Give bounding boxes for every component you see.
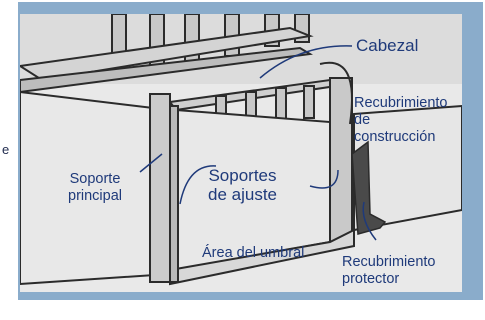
king-stud-right — [329, 77, 353, 244]
stray-text: e — [2, 142, 10, 157]
main-support-stud — [149, 93, 171, 283]
label-soporte-principal: Soporte principal — [68, 171, 122, 204]
top-plate-beam — [20, 26, 314, 82]
top-plate-beam-lower — [20, 46, 313, 94]
label-cabezal: Cabezal — [356, 36, 419, 55]
label-soportes-ajuste: Soportes de ajuste — [208, 166, 277, 204]
label-recubrimiento-construccion: Recubrimiento de construcción — [354, 95, 448, 145]
leader-lines — [139, 45, 377, 241]
label-recubrimiento-protector: Recubrimiento protector — [342, 254, 436, 287]
wall-framing-illustration — [20, 14, 462, 292]
building-wrap-edge — [319, 61, 353, 125]
protective-wrap — [351, 140, 387, 235]
trimmer-stud — [169, 105, 179, 283]
sheathing-right — [353, 104, 462, 232]
label-area-umbral: Área del umbral — [202, 245, 305, 261]
